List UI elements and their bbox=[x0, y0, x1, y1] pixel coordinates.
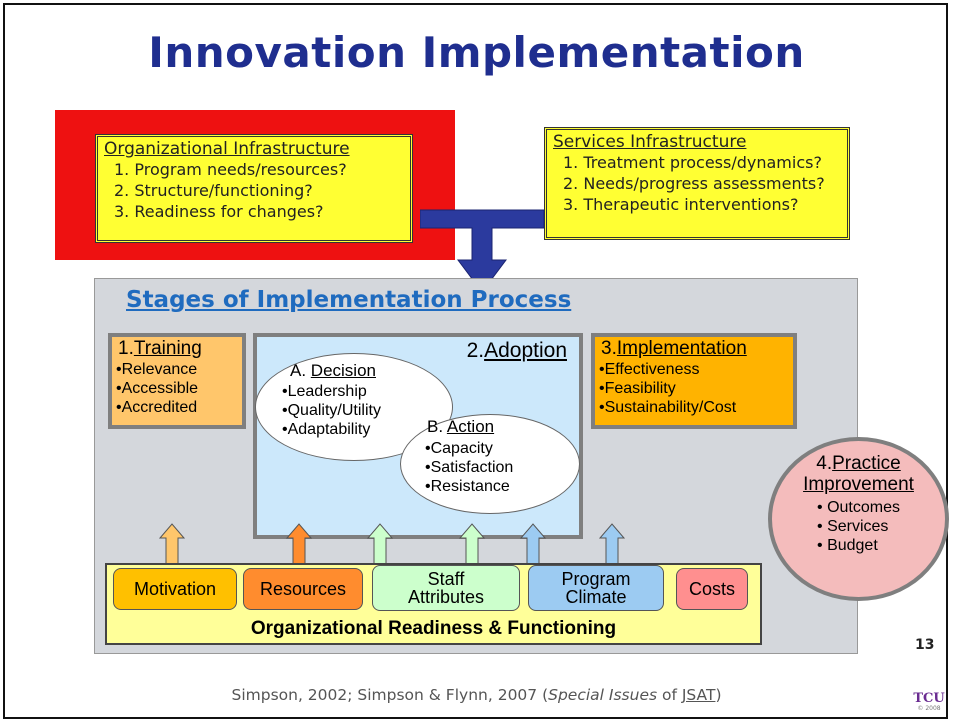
training-label: Training bbox=[133, 338, 202, 359]
org-infrastructure-box: Organizational Infrastructure 1. Program… bbox=[95, 134, 413, 243]
practice-label: Practice bbox=[832, 453, 901, 474]
factor-program-climate: Program Climate bbox=[528, 565, 664, 611]
services-infrastructure-box: Services Infrastructure 1. Treatment pro… bbox=[544, 127, 850, 240]
implementation-item: •Effectiveness bbox=[599, 361, 700, 378]
training-item: •Accessible bbox=[116, 380, 199, 397]
org-item: 1. Program needs/resources? bbox=[114, 160, 347, 179]
footer-link: JSAT bbox=[681, 686, 716, 704]
org-item: 3. Readiness for changes? bbox=[114, 202, 324, 221]
page-number: 13 bbox=[915, 637, 935, 653]
practice-item: • Services bbox=[817, 518, 889, 535]
footer-italic: Special Issues bbox=[548, 686, 658, 704]
practice-item: • Budget bbox=[817, 537, 878, 554]
factor-motivation: Motivation bbox=[113, 568, 237, 610]
implementation-label: Implementation bbox=[616, 338, 747, 359]
stages-title: Stages of Implementation Process bbox=[126, 287, 572, 313]
footer-text: Simpson, 2002; Simpson & Flynn, 2007 ( bbox=[231, 686, 549, 704]
services-item: 1. Treatment process/dynamics? bbox=[563, 153, 822, 172]
implementation-number: 3. bbox=[601, 338, 617, 359]
practice-label-2: Improvement bbox=[803, 474, 914, 495]
org-item: 2. Structure/functioning? bbox=[114, 181, 313, 200]
services-item: 3. Therapeutic interventions? bbox=[563, 195, 799, 214]
adoption-number: 2. bbox=[466, 339, 485, 362]
logo-year: © 2008 bbox=[917, 705, 941, 712]
implementation-stage-box: 3.Implementation •Effectiveness •Feasibi… bbox=[591, 333, 797, 429]
footer-text: ) bbox=[715, 686, 722, 704]
org-infrastructure-heading: Organizational Infrastructure bbox=[104, 139, 350, 159]
practice-number: 4. bbox=[816, 453, 833, 474]
slide-title: Innovation Implementation bbox=[148, 28, 805, 77]
services-item: 2. Needs/progress assessments? bbox=[563, 174, 825, 193]
factor-costs: Costs bbox=[676, 568, 748, 610]
training-stage-box: 1.Training •Relevance •Accessible •Accre… bbox=[108, 333, 246, 429]
factor-staff-attributes: Staff Attributes bbox=[372, 565, 520, 611]
practice-item: • Outcomes bbox=[817, 499, 900, 516]
action-item: •Resistance bbox=[425, 478, 510, 495]
training-number: 1. bbox=[118, 338, 134, 359]
merge-arrow-icon bbox=[420, 209, 545, 293]
footer-citation: Simpson, 2002; Simpson & Flynn, 2007 (Sp… bbox=[0, 686, 953, 704]
readiness-label: Organizational Readiness & Functioning bbox=[250, 618, 617, 639]
training-item: •Relevance bbox=[116, 361, 198, 378]
decision-item: •Quality/Utility bbox=[282, 402, 381, 419]
decision-item: •Adaptability bbox=[282, 421, 371, 438]
action-ellipse: B. Action •Capacity •Satisfaction •Resis… bbox=[400, 414, 580, 514]
action-item: •Satisfaction bbox=[425, 459, 514, 476]
action-prefix: B. bbox=[427, 417, 447, 436]
services-infrastructure-heading: Services Infrastructure bbox=[553, 132, 747, 152]
adoption-label: Adoption bbox=[484, 339, 567, 362]
footer-text: of bbox=[657, 686, 682, 704]
tcu-logo: TCU © 2008 bbox=[912, 692, 946, 713]
factor-resources: Resources bbox=[243, 568, 363, 610]
decision-ellipse: A. Decision •Leadership •Quality/Utility… bbox=[255, 353, 453, 461]
training-item: •Accredited bbox=[116, 399, 198, 416]
decision-label: Decision bbox=[310, 361, 376, 380]
decision-prefix: A. bbox=[290, 361, 311, 380]
implementation-item: •Sustainability/Cost bbox=[599, 399, 737, 416]
logo-text: TCU bbox=[913, 691, 945, 706]
practice-improvement-ellipse: 4.Practice Improvement • Outcomes • Serv… bbox=[768, 437, 949, 601]
implementation-item: •Feasibility bbox=[599, 380, 676, 397]
action-label: Action bbox=[446, 417, 495, 436]
decision-item: •Leadership bbox=[282, 383, 367, 400]
action-item: •Capacity bbox=[425, 440, 493, 457]
